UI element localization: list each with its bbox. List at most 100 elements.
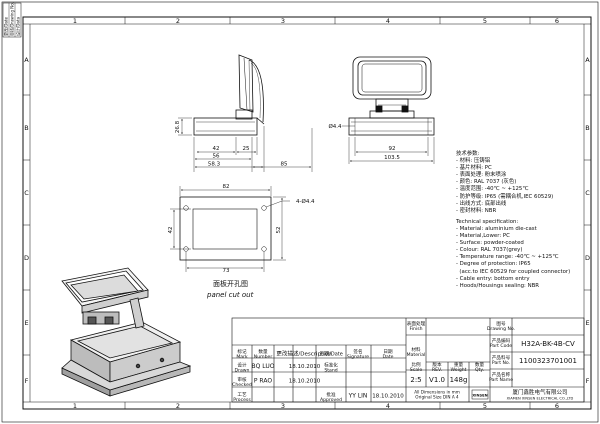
dim-92: 92 xyxy=(389,146,396,152)
company-logo-text: XINSEN xyxy=(472,394,487,398)
dim-82: 82 xyxy=(223,184,230,190)
spec-cn-line: - 防护等级: IP65 (需耦合机,IEC 60529) xyxy=(456,193,554,200)
spec-cn-line: - 出线方式: 底部出线 xyxy=(456,200,507,207)
tb-scale-value: 2:5 xyxy=(410,376,421,384)
tb-company-cn: 厦门鑫胜电气有限公司 xyxy=(512,388,567,396)
dim-103-5: 103.5 xyxy=(384,155,400,161)
spec-en-heading: Technical specification: xyxy=(456,218,519,225)
front-view-dims xyxy=(342,125,435,164)
corner-tab: 更改/Date 审核/Drawing No. 设计/Data xyxy=(3,2,21,36)
spec-en-line: - Material: aluminium die-cast xyxy=(456,225,537,232)
dim-26-8: 26.8 xyxy=(175,120,181,133)
spec-cn-line: - 密封材料: NBR xyxy=(456,207,497,214)
spec-en-line: - Surface: powder-coated xyxy=(456,240,524,247)
title-block xyxy=(231,317,585,403)
zone-top-5: 5 xyxy=(483,17,487,25)
dim-52: 52 xyxy=(276,227,282,234)
spec-cn-line: - 基片材料: PC xyxy=(456,165,492,172)
panel-cutout xyxy=(179,196,272,261)
tb-approved-name: YY LIN xyxy=(348,393,368,400)
spec-cn-heading: 技术参数: xyxy=(456,151,480,157)
tb-rev-value: V1.0 xyxy=(429,376,445,384)
zone-bottom-1: 1 xyxy=(73,402,77,410)
zone-top-4: 4 xyxy=(386,17,390,25)
spec-en-line: - Hoods/Housings sealing: NBR xyxy=(456,282,540,289)
panel-cutout-dim-labels: 82 4-Ø4.4 42 52 73 xyxy=(168,184,315,274)
zone-bottom-6: 6 xyxy=(555,402,559,410)
tb-checked-date: 18.10.2010 xyxy=(289,379,321,385)
tb-approved-date: 18.10.2010 xyxy=(372,394,404,400)
zone-left-b: B xyxy=(24,124,28,132)
dim-42-cutout: 42 xyxy=(168,227,174,234)
front-view xyxy=(348,56,435,136)
zone-right-c: C xyxy=(585,189,590,197)
cutout-title-cn: 面板开孔图 xyxy=(213,279,248,288)
tb-description-header: 更改描述/Description xyxy=(276,350,332,358)
dim-85: 85 xyxy=(281,162,288,168)
tb-drawn-name: BQ LUO xyxy=(252,363,275,370)
tb-checked-name: P RAO xyxy=(254,378,272,385)
spec-cn-line: - 材料: 压铸铝 xyxy=(456,158,491,165)
spec-cn-line: - 表面处理: 粉末喷涂 xyxy=(456,172,507,179)
zone-labels: 1 2 3 4 5 6 1 2 3 4 5 6 A B C D E F A B … xyxy=(24,17,590,410)
zone-left-c: C xyxy=(24,189,29,197)
spec-en-line: - Degree of protection: IP65 xyxy=(456,261,531,268)
tb-company-en: XIAMEN XINSEN ELECTRICAL CO.,LTD xyxy=(507,397,574,401)
zone-bottom-4: 4 xyxy=(386,402,390,410)
tb-date-header: 日期/Date xyxy=(319,352,343,358)
tb-weight-value: 148g xyxy=(450,376,468,384)
panel-cutout-dims xyxy=(170,186,290,272)
side-view-dim-labels: 26.8 42 25 56 58.3 85 xyxy=(175,120,288,167)
tb-part-no-value: 1100323701001 xyxy=(519,357,577,365)
isometric-view xyxy=(61,267,192,397)
zone-right-e: E xyxy=(585,319,589,327)
zone-top-6: 6 xyxy=(555,17,559,25)
technical-specification: 技术参数: - 材料: 压铸铝 - 基片材料: PC - 表面处理: 粉末喷涂 … xyxy=(456,151,596,290)
front-view-dim-labels: Ø4.4 92 103.5 xyxy=(328,123,400,161)
tb-part-code-value: H32A-BK-4B-CV xyxy=(521,340,575,348)
zone-right-d: D xyxy=(585,254,590,262)
corner-tab-drawing-no: 审核/Drawing No. xyxy=(9,2,15,36)
zone-right-f: F xyxy=(586,377,590,385)
cutout-title-en: panel cut out xyxy=(206,291,254,299)
spec-cn-line: - 颜色: RAL 7037 (灰色) xyxy=(456,179,517,186)
zone-top-1: 1 xyxy=(73,17,77,25)
side-view-dims xyxy=(178,117,313,172)
corner-tab-date: 更改/Date xyxy=(3,17,9,36)
spec-en-line: (acc.to IEC 60529 for coupled connector) xyxy=(456,268,571,275)
dim-4-holes: 4-Ø4.4 xyxy=(296,198,315,205)
zone-bottom-5: 5 xyxy=(483,402,487,410)
spec-en-line: - Cable entry: bottom entry xyxy=(456,275,530,282)
spec-en-line: - Colour: RAL 7037(grey) xyxy=(456,247,523,254)
zone-left-d: D xyxy=(24,254,29,262)
spec-en-line: - Material,Lower: PC xyxy=(456,233,510,240)
side-view xyxy=(193,54,265,136)
tb-drawn-date: 18.10.2010 xyxy=(289,364,321,370)
dim-56: 56 xyxy=(213,154,220,160)
corner-tab-data: 设计/Data xyxy=(15,17,21,36)
zone-top-2: 2 xyxy=(176,17,180,25)
company-logo: XINSEN xyxy=(471,389,489,400)
dim-hole-4-4: Ø4.4 xyxy=(328,123,342,130)
zone-left-a: A xyxy=(24,56,29,64)
spec-cn-line: - 温度范围: -40℃ ~ +125℃ xyxy=(456,186,529,193)
